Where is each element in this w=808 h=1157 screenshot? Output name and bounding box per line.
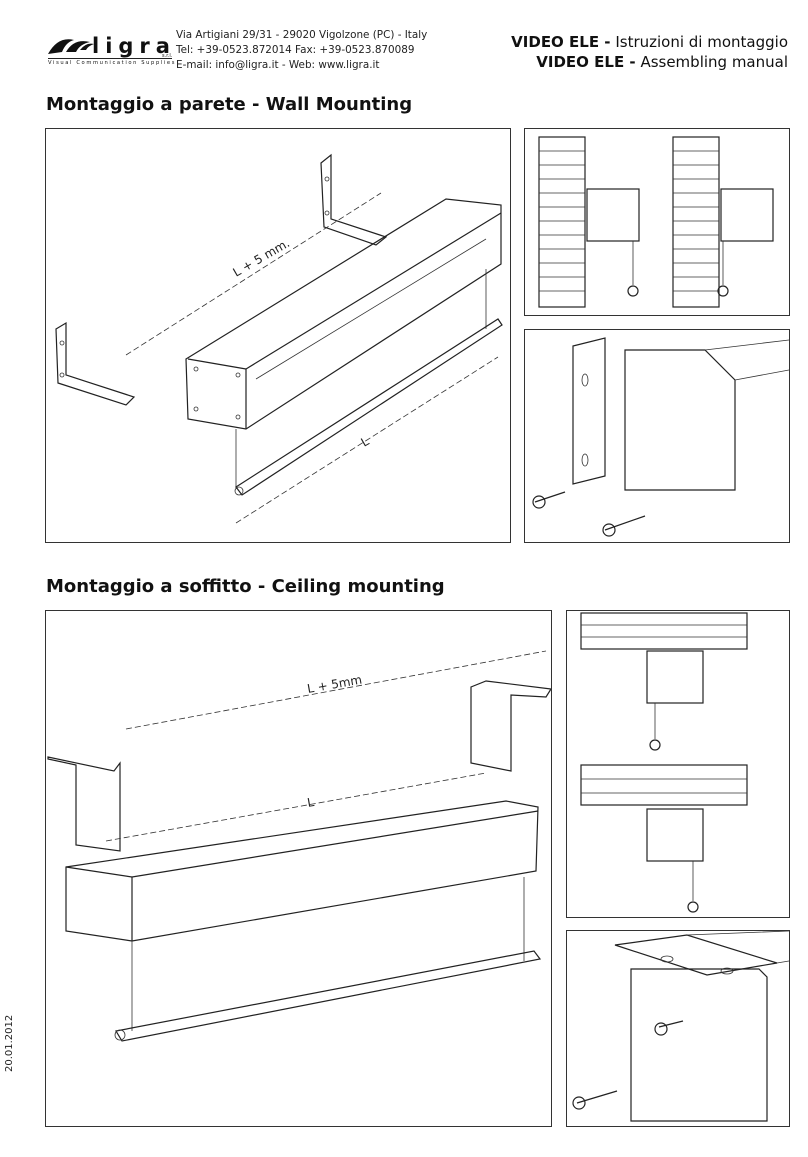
ceiling-mounting-main-figure: L + 5mm L — [45, 610, 552, 1127]
ceiling-length-dimension: L — [306, 795, 315, 810]
contact-line: E-mail: info@ligra.it - Web: www.ligra.i… — [176, 59, 380, 71]
wall-anchor-figure — [524, 128, 790, 316]
ceiling-mounting-title: Montaggio a soffitto - Ceiling mounting — [46, 576, 445, 597]
brick-wall-left — [538, 136, 586, 308]
address-line: Via Artigiani 29/31 - 29020 Vigolzone (P… — [176, 29, 428, 41]
bracket-left — [586, 188, 640, 242]
logo-srl: s.r.l. — [162, 53, 173, 59]
bracket-right — [720, 188, 774, 242]
ligra-logo: ligra s.r.l. Visual Communication Suppli… — [44, 32, 174, 72]
document-title: VIDEO ELE - Istruzioni di montaggio VIDE… — [511, 32, 788, 72]
logo-tagline: Visual Communication Supplies — [48, 60, 177, 66]
wall-mounting-title: Montaggio a parete - Wall Mounting — [46, 94, 413, 115]
ceiling-screw-detail-figure — [566, 930, 790, 1127]
title-en-product: VIDEO ELE - — [536, 53, 636, 71]
bracket-ceiling-bottom — [646, 808, 704, 862]
title-it-product: VIDEO ELE - — [511, 33, 611, 51]
title-it-text: Istruzioni di montaggio — [615, 33, 788, 51]
brick-ceiling-top — [580, 612, 748, 650]
brick-ceiling-bottom — [580, 764, 748, 806]
ceiling-anchor-figure — [566, 610, 790, 918]
title-en-text: Assembling manual — [640, 53, 788, 71]
wall-mounting-main-figure: L + 5 mm. L — [45, 128, 511, 543]
company-address: Via Artigiani 29/31 - 29020 Vigolzone (P… — [176, 28, 427, 73]
brick-wall-right — [672, 136, 720, 308]
wall-length-dimension: L — [359, 434, 372, 450]
wall-screw-detail-figure — [524, 329, 790, 543]
phone-line: Tel: +39-0523.872014 Fax: +39-0523.87008… — [176, 44, 415, 56]
logo-rule — [48, 58, 172, 59]
logo-wing-icon — [48, 39, 94, 54]
wall-width-dimension: L + 5 mm. — [231, 236, 293, 280]
ceiling-width-dimension: L + 5mm — [306, 673, 363, 696]
bracket-ceiling-top — [646, 650, 704, 704]
logo-word: ligra — [92, 34, 176, 58]
screw-icon — [534, 491, 566, 503]
document-date: 20.01.2012 — [4, 1014, 15, 1072]
